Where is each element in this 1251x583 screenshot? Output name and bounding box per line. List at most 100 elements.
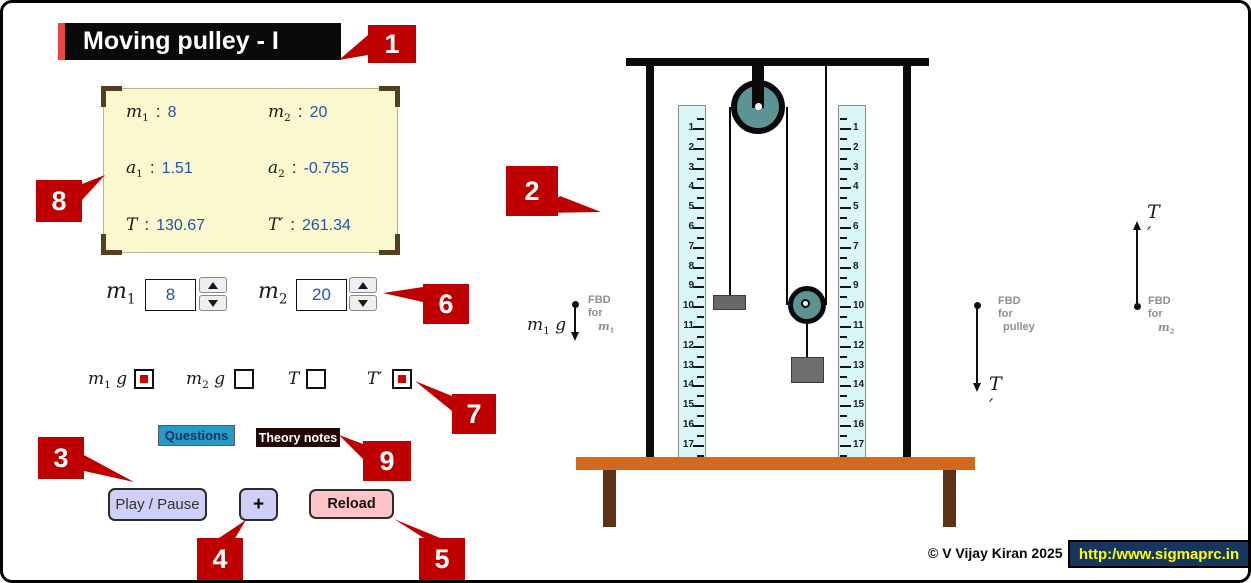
ruler-number: 14 <box>682 379 694 391</box>
ruler-number: 3 <box>688 161 694 173</box>
m2-value-input[interactable] <box>296 279 347 311</box>
ruler-number: 10 <box>682 300 694 312</box>
ruler-minor-tick <box>840 296 847 299</box>
ruler-minor-tick <box>697 157 704 160</box>
callout-5-pointer <box>394 519 445 540</box>
table-top <box>576 457 975 470</box>
rope-moving-pulley-to-beam <box>825 66 827 305</box>
fbd-m1-caption: FBD for m1 <box>588 294 615 335</box>
ruler-minor-tick <box>697 276 704 279</box>
play-pause-button[interactable]: Play / Pause <box>108 488 207 521</box>
ruler-minor-tick <box>697 217 704 220</box>
ruler-number: 16 <box>682 419 694 430</box>
fbd-m1-particle <box>572 301 579 308</box>
result-a2: a2 :-0.755 <box>268 158 349 181</box>
ruler-number: 12 <box>682 339 694 351</box>
title-accent-stripe <box>58 23 65 60</box>
ruler-number: 2 <box>853 141 859 153</box>
ruler-minor-tick <box>697 236 704 239</box>
ruler-major-tick <box>840 365 851 368</box>
T-checkbox-label: T <box>288 369 300 389</box>
results-row-acceleration: a1 :1.51 a2 :-0.755 <box>104 158 397 180</box>
panel-corner-icon <box>101 234 122 255</box>
panel-corner-icon <box>379 234 400 255</box>
ruler-number: 1 <box>688 122 694 133</box>
ruler-number: 17 <box>682 438 694 450</box>
questions-button[interactable]: Questions <box>158 425 235 446</box>
ruler-minor-tick <box>840 335 847 338</box>
T-prime-checkbox-label: T′ <box>367 369 383 389</box>
T-prime-checkbox[interactable] <box>392 369 412 389</box>
fbd-m2-force-label: T ′ <box>1147 201 1160 245</box>
ruler-major-tick <box>840 187 851 190</box>
website-link[interactable]: http:/www.sigmaprc.in <box>1068 540 1248 568</box>
callout-6: 6 <box>423 284 469 324</box>
ruler-number: 11 <box>683 320 694 331</box>
m1-value-input[interactable] <box>145 279 196 311</box>
callout-1: 1 <box>368 25 416 63</box>
ruler-number: 3 <box>853 161 859 173</box>
ruler-minor-tick <box>697 415 704 418</box>
ruler-minor-tick <box>697 256 704 259</box>
ruler-number: 7 <box>853 240 859 252</box>
ruler-minor-tick <box>840 434 847 437</box>
ruler-number: 7 <box>688 240 694 252</box>
ruler-major-tick <box>840 425 851 427</box>
ruler-major-tick <box>693 444 704 447</box>
fbd-pulley-tension-arrow <box>976 308 978 384</box>
ruler-major-tick <box>840 128 851 130</box>
ruler-minor-tick <box>697 454 704 457</box>
fbd-pulley-caption: FBD for pulley <box>998 295 1035 333</box>
callout-7-pointer <box>415 381 452 411</box>
arrow-down-icon <box>973 383 981 392</box>
m2-increment-button[interactable] <box>349 277 377 293</box>
up-arrow-icon <box>358 281 368 289</box>
m1g-checkbox[interactable] <box>134 369 154 389</box>
ruler-major-tick <box>840 345 851 348</box>
ruler-number: 15 <box>682 399 694 411</box>
ruler-minor-tick <box>840 197 847 200</box>
T-checkbox[interactable] <box>306 369 326 389</box>
step-button[interactable]: + <box>239 488 278 521</box>
m1g-checkbox-label: m1 g <box>88 369 128 392</box>
callout-4: 4 <box>197 538 243 580</box>
ruler-minor-tick <box>840 375 847 378</box>
reload-button[interactable]: Reload <box>309 489 394 519</box>
ruler-number: 6 <box>688 221 694 232</box>
ruler-major-tick <box>693 425 704 427</box>
ruler-major-tick <box>840 326 851 328</box>
copyright-text: © V Vijay Kiran 2025 <box>928 545 1063 561</box>
ruler-major-tick <box>693 187 704 190</box>
down-arrow-icon <box>208 299 218 307</box>
results-row-tension: T :130.67 T′ :261.34 <box>104 215 397 237</box>
callout-8: 8 <box>36 180 82 222</box>
ruler-major-tick <box>693 365 704 368</box>
theory-notes-button[interactable]: Theory notes <box>256 428 340 447</box>
m2g-checkbox[interactable] <box>234 369 254 389</box>
ruler-minor-tick <box>840 236 847 239</box>
m1-increment-button[interactable] <box>199 277 227 293</box>
ruler-number: 14 <box>853 379 865 391</box>
ruler-minor-tick <box>697 177 704 180</box>
ruler-minor-tick <box>697 137 704 140</box>
page-title: Moving pulley - I <box>65 23 341 60</box>
ruler-major-tick <box>840 227 851 229</box>
callout-2: 2 <box>506 166 558 216</box>
m2-decrement-button[interactable] <box>349 295 377 311</box>
ruler-minor-tick <box>697 375 704 378</box>
ruler-minor-tick <box>840 355 847 358</box>
m1-decrement-button[interactable] <box>199 295 227 311</box>
checkbox-checked-icon <box>398 375 406 383</box>
ruler-minor-tick <box>697 355 704 358</box>
callout-7: 7 <box>452 394 496 434</box>
results-row-mass: m1 :8 m2 :20 <box>104 102 397 124</box>
ruler-major-tick <box>840 147 851 150</box>
m1-spinner-label: m1 <box>106 279 136 308</box>
ruler-number: 10 <box>853 300 865 312</box>
ruler-major-tick <box>693 207 704 210</box>
ruler-minor-tick <box>840 395 847 398</box>
ruler-minor-tick <box>697 316 704 319</box>
ruler-number: 17 <box>853 438 865 450</box>
up-arrow-icon <box>208 281 218 289</box>
